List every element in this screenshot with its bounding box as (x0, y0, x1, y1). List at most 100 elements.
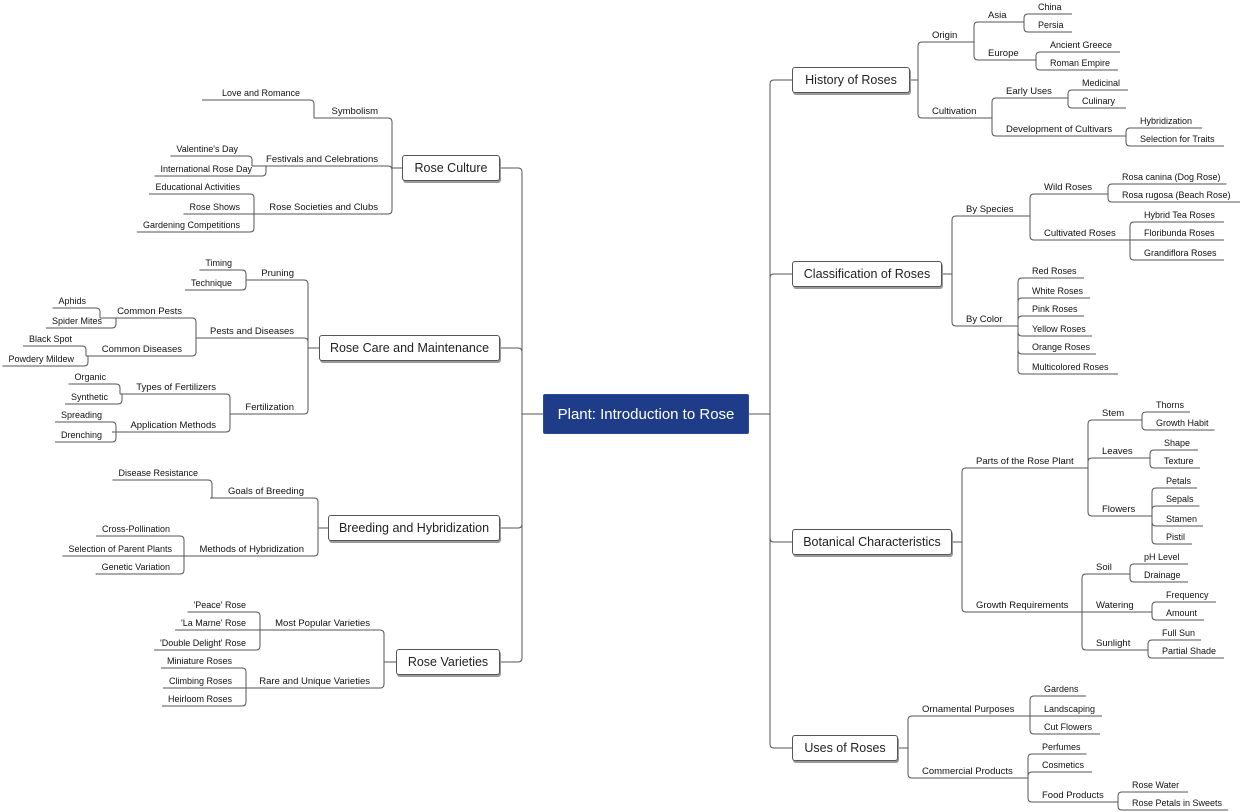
main-topic-breeding-and-hybridization[interactable]: Breeding and Hybridization (328, 515, 500, 541)
leaf-black-spot[interactable]: Black Spot (28, 334, 72, 344)
subtopic-asia[interactable]: Asia (988, 10, 1007, 21)
subtopic-by-species[interactable]: By Species (966, 204, 1014, 215)
leaf-international-rose-day[interactable]: International Rose Day (160, 164, 252, 174)
leaf-rose-petals-in-sweets[interactable]: Rose Petals in Sweets (1132, 798, 1223, 808)
subtopic-wild-roses[interactable]: Wild Roses (1044, 182, 1093, 193)
subtopic-common-diseases[interactable]: Common Diseases (101, 344, 182, 355)
leaf-gardening-competitions[interactable]: Gardening Competitions (142, 220, 240, 230)
leaf-drenching[interactable]: Drenching (60, 430, 102, 440)
subtopic-pests-and-diseases[interactable]: Pests and Diseases (210, 326, 294, 337)
subtopic-development-of-cultivars[interactable]: Development of Cultivars (1006, 124, 1113, 135)
leaf-hybridization[interactable]: Hybridization (1140, 116, 1193, 126)
leaf-timing[interactable]: Timing (205, 258, 232, 268)
subtopic-rare-and-unique-varieties[interactable]: Rare and Unique Varieties (259, 676, 370, 687)
leaf-orange-roses[interactable]: Orange Roses (1032, 342, 1091, 352)
subtopic-most-popular-varieties[interactable]: Most Popular Varieties (275, 618, 370, 629)
leaf-floribunda-roses[interactable]: Floribunda Roses (1144, 228, 1215, 238)
main-topic-classification-of-roses[interactable]: Classification of Roses (792, 261, 942, 287)
main-topic-rose-care-and-maintenance[interactable]: Rose Care and Maintenance (319, 335, 500, 361)
subtopic-leaves[interactable]: Leaves (1102, 446, 1133, 457)
subtopic-watering[interactable]: Watering (1096, 600, 1134, 611)
leaf-medicinal[interactable]: Medicinal (1082, 78, 1121, 88)
leaf-cut-flowers[interactable]: Cut Flowers (1044, 722, 1093, 732)
subtopic-origin[interactable]: Origin (932, 30, 958, 41)
subtopic-stem[interactable]: Stem (1102, 408, 1125, 419)
subtopic-common-pests[interactable]: Common Pests (117, 306, 182, 317)
subtopic-commercial-products[interactable]: Commercial Products (922, 766, 1013, 777)
subtopic-symbolism[interactable]: Symbolism (331, 106, 378, 117)
subtopic-fertilization[interactable]: Fertilization (245, 402, 294, 413)
main-topic-history-of-roses[interactable]: History of Roses (792, 67, 910, 93)
subtopic-by-color[interactable]: By Color (966, 314, 1003, 325)
leaf-peace-rose[interactable]: 'Peace' Rose (193, 600, 246, 610)
subtopic-food-products[interactable]: Food Products (1042, 790, 1104, 801)
subtopic-types-of-fertilizers[interactable]: Types of Fertilizers (136, 382, 216, 393)
leaf-rosa-canina-dog-rose[interactable]: Rosa canina (Dog Rose) (1122, 172, 1221, 182)
subtopic-cultivated-roses[interactable]: Cultivated Roses (1044, 228, 1116, 239)
leaf-white-roses[interactable]: White Roses (1032, 286, 1084, 296)
leaf-china[interactable]: China (1038, 2, 1062, 12)
leaf-full-sun[interactable]: Full Sun (1162, 628, 1196, 638)
leaf-yellow-roses[interactable]: Yellow Roses (1032, 324, 1086, 334)
leaf-sepals[interactable]: Sepals (1166, 494, 1194, 504)
leaf-la-marne-rose[interactable]: 'La Marne' Rose (181, 618, 246, 628)
subtopic-europe[interactable]: Europe (988, 48, 1019, 59)
leaf-frequency[interactable]: Frequency (1166, 590, 1209, 600)
leaf-technique[interactable]: Technique (190, 278, 232, 288)
leaf-pistil[interactable]: Pistil (1166, 532, 1186, 542)
leaf-spreading[interactable]: Spreading (60, 410, 102, 420)
leaf-red-roses[interactable]: Red Roses (1032, 266, 1077, 276)
leaf-aphids[interactable]: Aphids (58, 296, 86, 306)
subtopic-pruning[interactable]: Pruning (261, 268, 294, 279)
subtopic-goals-of-breeding[interactable]: Goals of Breeding (227, 486, 304, 497)
leaf-ph-level[interactable]: pH Level (1144, 552, 1180, 562)
leaf-partial-shade[interactable]: Partial Shade (1162, 646, 1217, 656)
subtopic-methods-of-hybridization[interactable]: Methods of Hybridization (199, 544, 304, 555)
leaf-pink-roses[interactable]: Pink Roses (1032, 304, 1078, 314)
leaf-miniature-roses[interactable]: Miniature Roses (166, 656, 232, 666)
leaf-roman-empire[interactable]: Roman Empire (1050, 58, 1111, 68)
subtopic-ornamental-purposes[interactable]: Ornamental Purposes (922, 704, 1015, 715)
main-topic-rose-varieties[interactable]: Rose Varieties (396, 649, 500, 675)
subtopic-flowers[interactable]: Flowers (1102, 504, 1136, 515)
subtopic-parts-of-the-rose-plant[interactable]: Parts of the Rose Plant (976, 456, 1074, 467)
subtopic-festivals-and-celebrations[interactable]: Festivals and Celebrations (266, 154, 378, 165)
leaf-hybrid-tea-roses[interactable]: Hybrid Tea Roses (1144, 210, 1215, 220)
leaf-selection-for-traits[interactable]: Selection for Traits (1140, 134, 1215, 144)
leaf-petals[interactable]: Petals (1166, 476, 1192, 486)
leaf-double-delight-rose[interactable]: 'Double Delight' Rose (160, 638, 246, 648)
subtopic-growth-requirements[interactable]: Growth Requirements (976, 600, 1069, 611)
leaf-shape[interactable]: Shape (1164, 438, 1191, 448)
leaf-culinary[interactable]: Culinary (1082, 96, 1116, 106)
leaf-thorns[interactable]: Thorns (1156, 400, 1185, 410)
leaf-cross-pollination[interactable]: Cross-Pollination (101, 524, 170, 534)
leaf-grandiflora-roses[interactable]: Grandiflora Roses (1144, 248, 1217, 258)
leaf-valentine-s-day[interactable]: Valentine's Day (176, 144, 238, 154)
leaf-climbing-roses[interactable]: Climbing Roses (168, 676, 232, 686)
main-topic-botanical-characteristics[interactable]: Botanical Characteristics (792, 529, 952, 555)
leaf-multicolored-roses[interactable]: Multicolored Roses (1032, 362, 1109, 372)
leaf-synthetic[interactable]: Synthetic (70, 392, 108, 402)
leaf-cosmetics[interactable]: Cosmetics (1042, 760, 1085, 770)
subtopic-early-uses[interactable]: Early Uses (1006, 86, 1052, 97)
leaf-perfumes[interactable]: Perfumes (1042, 742, 1081, 752)
leaf-powdery-mildew[interactable]: Powdery Mildew (8, 354, 74, 364)
subtopic-sunlight[interactable]: Sunlight (1096, 638, 1131, 649)
leaf-growth-habit[interactable]: Growth Habit (1156, 418, 1209, 428)
leaf-love-and-romance[interactable]: Love and Romance (221, 88, 300, 98)
leaf-stamen[interactable]: Stamen (1166, 514, 1198, 524)
leaf-genetic-variation[interactable]: Genetic Variation (101, 562, 170, 572)
subtopic-cultivation[interactable]: Cultivation (932, 106, 977, 117)
leaf-heirloom-roses[interactable]: Heirloom Roses (167, 694, 232, 704)
leaf-ancient-greece[interactable]: Ancient Greece (1050, 40, 1113, 50)
central-topic[interactable]: Plant: Introduction to Rose (543, 394, 749, 434)
leaf-rose-water[interactable]: Rose Water (1132, 780, 1180, 790)
leaf-organic[interactable]: Organic (74, 372, 106, 382)
leaf-amount[interactable]: Amount (1166, 608, 1198, 618)
main-topic-uses-of-roses[interactable]: Uses of Roses (792, 735, 898, 761)
leaf-drainage[interactable]: Drainage (1144, 570, 1181, 580)
subtopic-application-methods[interactable]: Application Methods (130, 420, 216, 431)
leaf-gardens[interactable]: Gardens (1044, 684, 1079, 694)
leaf-disease-resistance[interactable]: Disease Resistance (118, 468, 198, 478)
leaf-educational-activities[interactable]: Educational Activities (155, 182, 240, 192)
